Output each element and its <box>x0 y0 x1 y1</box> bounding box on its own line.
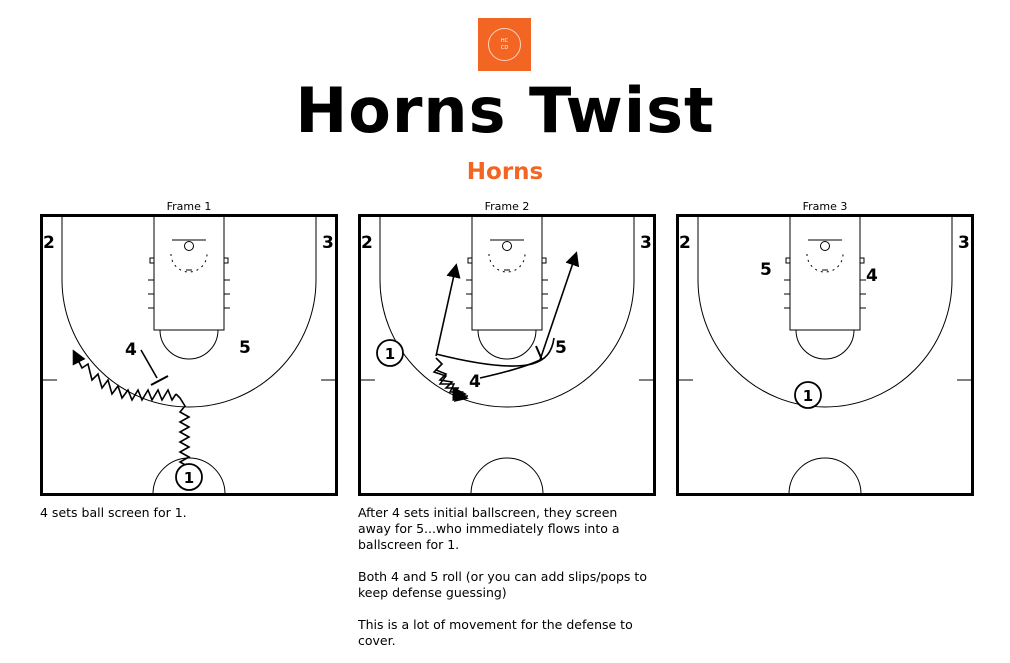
player-2: 2 <box>361 233 373 253</box>
play-subtitle: Horns <box>466 159 544 185</box>
court-frame-3: 2 3 4 5 1 <box>676 214 974 496</box>
ball-handler-circle <box>794 381 822 409</box>
ball-handler-circle <box>175 463 203 491</box>
player-3: 3 <box>958 233 970 253</box>
movement-lines <box>432 251 580 402</box>
player-1: 1 <box>184 469 194 487</box>
player-4: 4 <box>125 340 137 360</box>
court-frame-2: 2 3 4 5 1 <box>358 214 656 496</box>
logo-text-top: HC <box>500 37 509 44</box>
court-frame-1: 2 3 4 5 1 <box>40 214 338 496</box>
player-5: 5 <box>760 260 772 280</box>
player-3: 3 <box>322 233 334 253</box>
player-2: 2 <box>43 233 55 253</box>
player-1: 1 <box>385 345 395 363</box>
frame-2-label: Frame 2 <box>484 200 530 213</box>
player-5: 5 <box>239 338 251 358</box>
frame-1-label: Frame 1 <box>166 200 212 213</box>
player-4: 4 <box>469 372 481 392</box>
player-5: 5 <box>555 338 567 358</box>
player-2: 2 <box>679 233 691 253</box>
court-lines <box>40 214 338 496</box>
logo: HC CD <box>478 18 531 71</box>
logo-mark: HC CD <box>488 28 521 61</box>
player-1: 1 <box>803 387 813 405</box>
frame-3-label: Frame 3 <box>802 200 848 213</box>
player-4: 4 <box>866 266 878 286</box>
court-lines <box>676 214 974 496</box>
play-title: Horns Twist <box>295 74 715 147</box>
logo-text-bottom: CD <box>500 44 509 51</box>
frame-1-caption: 4 sets ball screen for 1. <box>40 505 187 520</box>
ball-handler-circle <box>376 339 404 367</box>
player-3: 3 <box>640 233 652 253</box>
movement-lines <box>72 349 191 477</box>
frame-2-caption: After 4 sets initial ballscreen, they sc… <box>358 505 647 648</box>
court-lines <box>358 214 656 496</box>
